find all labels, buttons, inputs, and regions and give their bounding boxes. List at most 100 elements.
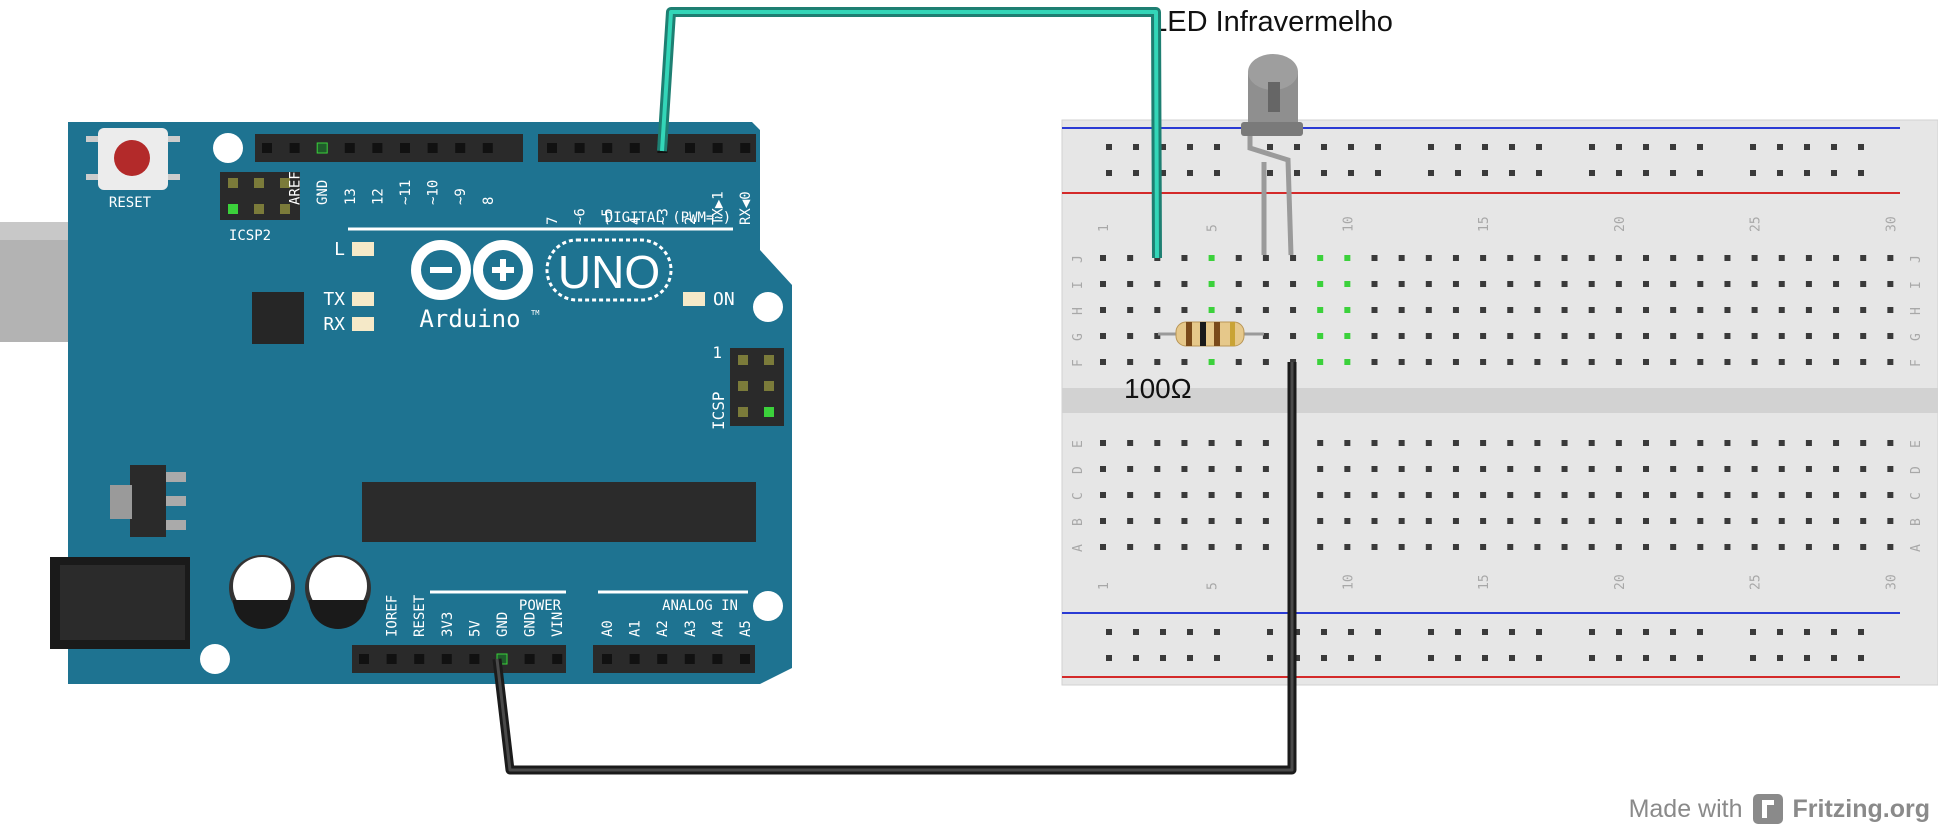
breadboard-hole[interactable] <box>1317 440 1324 446</box>
rail-hole[interactable] <box>1858 655 1864 661</box>
breadboard-hole[interactable] <box>1425 492 1432 498</box>
breadboard-hole[interactable] <box>1615 492 1622 498</box>
breadboard-hole[interactable] <box>1588 466 1595 472</box>
rail-hole[interactable] <box>1858 629 1864 635</box>
header-pin[interactable] <box>602 654 612 664</box>
rail-hole[interactable] <box>1750 629 1756 635</box>
breadboard-hole[interactable] <box>1751 307 1758 313</box>
breadboard-hole[interactable] <box>1778 307 1785 313</box>
breadboard-hole[interactable] <box>1751 518 1758 524</box>
rail-hole[interactable] <box>1616 170 1622 176</box>
rail-hole[interactable] <box>1321 629 1327 635</box>
rail-hole[interactable] <box>1697 655 1703 661</box>
header-pin[interactable] <box>712 143 723 153</box>
rail-hole[interactable] <box>1589 144 1595 150</box>
breadboard-hole[interactable] <box>1452 307 1459 313</box>
breadboard-hole[interactable] <box>1588 307 1595 313</box>
breadboard-hole[interactable] <box>1534 492 1541 498</box>
breadboard-hole[interactable] <box>1127 307 1134 313</box>
rail-hole[interactable] <box>1428 144 1434 150</box>
breadboard-hole[interactable] <box>1235 518 1242 524</box>
breadboard-hole[interactable] <box>1833 255 1840 261</box>
breadboard-hole[interactable] <box>1697 492 1704 498</box>
breadboard-hole[interactable] <box>1643 307 1649 313</box>
breadboard-hole[interactable] <box>1697 518 1704 524</box>
rail-hole[interactable] <box>1697 170 1703 176</box>
breadboard-hole[interactable] <box>1398 281 1405 287</box>
icsp-pin[interactable] <box>738 355 748 365</box>
rail-hole[interactable] <box>1321 144 1327 150</box>
rail-hole[interactable] <box>1750 170 1756 176</box>
breadboard-hole[interactable] <box>1805 518 1812 524</box>
icsp2-pin[interactable] <box>254 178 264 188</box>
breadboard-hole[interactable] <box>1507 492 1514 498</box>
breadboard-hole[interactable] <box>1208 307 1215 313</box>
header-pin[interactable] <box>469 654 480 664</box>
breadboard-hole[interactable] <box>1887 255 1894 261</box>
breadboard-hole[interactable] <box>1480 333 1487 339</box>
header-pin[interactable] <box>427 143 438 153</box>
header-pin[interactable] <box>414 654 425 664</box>
breadboard-hole[interactable] <box>1833 307 1840 313</box>
breadboard-hole[interactable] <box>1100 544 1106 550</box>
breadboard-hole[interactable] <box>1833 333 1840 339</box>
breadboard-hole[interactable] <box>1724 333 1731 339</box>
rail-hole[interactable] <box>1616 144 1622 150</box>
breadboard-hole[interactable] <box>1724 307 1731 313</box>
rail-hole[interactable] <box>1750 655 1756 661</box>
breadboard-hole[interactable] <box>1724 255 1731 261</box>
breadboard-hole[interactable] <box>1208 518 1215 524</box>
breadboard-hole[interactable] <box>1452 518 1459 524</box>
breadboard-hole[interactable] <box>1344 544 1351 550</box>
rail-hole[interactable] <box>1348 655 1354 661</box>
breadboard-hole[interactable] <box>1480 307 1487 313</box>
rail-hole[interactable] <box>1482 629 1488 635</box>
header-pin[interactable] <box>712 654 723 664</box>
breadboard-hole[interactable] <box>1643 518 1649 524</box>
breadboard-hole[interactable] <box>1425 307 1432 313</box>
breadboard-hole[interactable] <box>1290 255 1297 261</box>
breadboard-hole[interactable] <box>1534 255 1541 261</box>
icsp-pin[interactable] <box>764 381 774 391</box>
breadboard-hole[interactable] <box>1127 492 1134 498</box>
breadboard-hole[interactable] <box>1181 281 1188 287</box>
breadboard-hole[interactable] <box>1344 333 1351 339</box>
breadboard-hole[interactable] <box>1860 492 1867 498</box>
rail-hole[interactable] <box>1187 629 1193 635</box>
breadboard-hole[interactable] <box>1534 307 1541 313</box>
breadboard-hole[interactable] <box>1561 466 1568 472</box>
breadboard-hole[interactable] <box>1534 518 1541 524</box>
header-pin[interactable] <box>400 143 410 153</box>
rail-hole[interactable] <box>1777 170 1783 176</box>
breadboard-hole[interactable] <box>1507 281 1514 287</box>
breadboard-hole[interactable] <box>1887 518 1894 524</box>
rail-hole[interactable] <box>1348 170 1354 176</box>
rail-hole[interactable] <box>1267 655 1273 661</box>
breadboard-hole[interactable] <box>1452 492 1459 498</box>
breadboard-hole[interactable] <box>1697 255 1704 261</box>
breadboard-hole[interactable] <box>1154 492 1161 498</box>
rail-hole[interactable] <box>1777 655 1783 661</box>
rail-hole[interactable] <box>1455 144 1461 150</box>
rail-hole[interactable] <box>1670 655 1676 661</box>
breadboard-hole[interactable] <box>1561 359 1568 365</box>
rail-hole[interactable] <box>1536 144 1542 150</box>
icsp-pin[interactable] <box>738 381 748 391</box>
breadboard-hole[interactable] <box>1778 440 1785 446</box>
header-pin[interactable] <box>685 143 695 153</box>
header-pin[interactable] <box>629 143 640 153</box>
icsp-pin[interactable] <box>738 407 748 417</box>
rail-hole[interactable] <box>1375 170 1381 176</box>
rail-hole[interactable] <box>1133 655 1139 661</box>
header-pin[interactable] <box>455 143 466 153</box>
rail-hole[interactable] <box>1536 655 1542 661</box>
breadboard-hole[interactable] <box>1290 333 1297 339</box>
breadboard-hole[interactable] <box>1262 440 1269 446</box>
breadboard-hole[interactable] <box>1181 255 1188 261</box>
breadboard-hole[interactable] <box>1317 307 1324 313</box>
rail-hole[interactable] <box>1804 170 1810 176</box>
breadboard-hole[interactable] <box>1208 255 1215 261</box>
breadboard-hole[interactable] <box>1371 466 1378 472</box>
rail-hole[interactable] <box>1375 655 1381 661</box>
breadboard-hole[interactable] <box>1534 440 1541 446</box>
